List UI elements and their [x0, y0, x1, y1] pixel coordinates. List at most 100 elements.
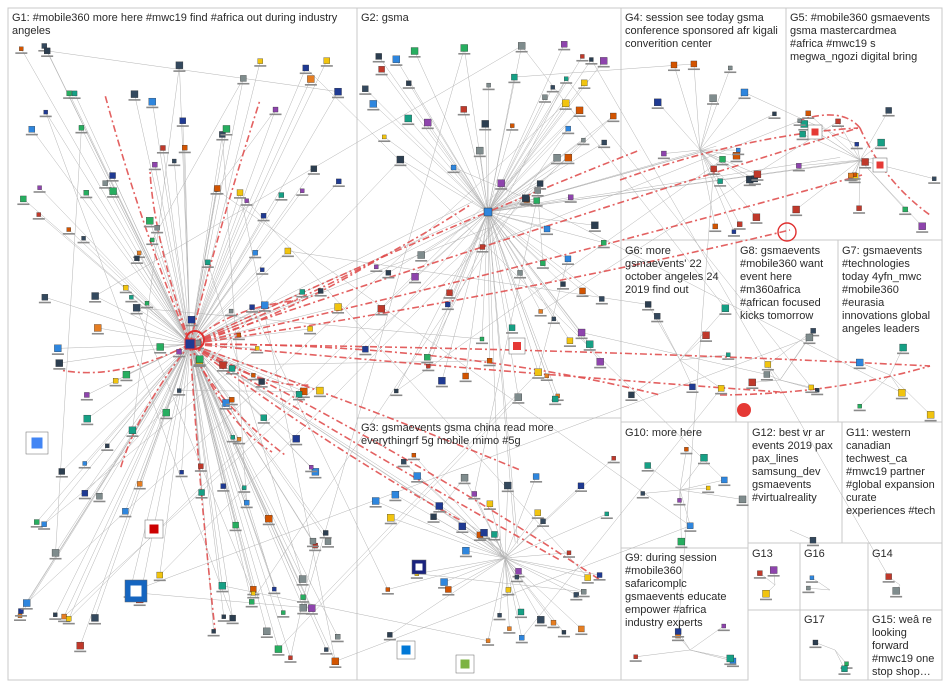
- edge: [744, 92, 857, 145]
- node: [709, 94, 717, 102]
- node-label: [718, 484, 731, 487]
- edge: [189, 134, 223, 345]
- node: [504, 481, 512, 490]
- edge: [222, 360, 490, 366]
- node: [640, 491, 645, 496]
- node-label: [719, 313, 732, 315]
- node: [654, 98, 662, 107]
- node: [362, 85, 369, 92]
- node: [162, 408, 170, 417]
- hub-node: [483, 207, 493, 217]
- edge: [21, 48, 191, 345]
- node-label: [408, 56, 421, 58]
- node-label: [216, 138, 229, 141]
- node-label: [802, 591, 815, 594]
- edge: [464, 477, 506, 559]
- node-label: [178, 151, 191, 154]
- edge: [487, 59, 592, 213]
- node: [800, 120, 808, 128]
- node: [540, 260, 546, 266]
- node-label: [536, 267, 549, 269]
- node-label: [502, 593, 515, 596]
- node-label: [792, 169, 805, 172]
- node: [137, 481, 143, 487]
- edge: [834, 649, 847, 664]
- node: [44, 47, 51, 55]
- edge: [679, 354, 729, 361]
- node-label: [562, 132, 575, 135]
- edge: [94, 45, 522, 297]
- node-label: [442, 593, 455, 596]
- node-label: [296, 295, 309, 298]
- edge: [45, 111, 191, 345]
- node: [66, 616, 72, 622]
- node: [578, 625, 585, 633]
- edge: [699, 98, 714, 151]
- node-label: [438, 587, 451, 589]
- edge: [174, 161, 191, 345]
- node: [596, 572, 603, 578]
- node: [28, 126, 35, 133]
- node-label: [367, 108, 380, 111]
- node-label: [133, 604, 146, 607]
- logo-node-mark: [876, 161, 884, 169]
- node-label: [796, 138, 809, 141]
- node: [564, 153, 573, 162]
- node: [323, 57, 330, 64]
- node: [705, 485, 711, 491]
- node-label: [38, 301, 51, 304]
- node-label: [146, 106, 159, 109]
- edge: [487, 157, 841, 213]
- node: [41, 43, 47, 49]
- node: [66, 227, 71, 232]
- edge: [443, 557, 506, 583]
- edge: [889, 347, 904, 376]
- node-label: [899, 213, 912, 216]
- node: [684, 447, 689, 452]
- node-label: [17, 203, 30, 206]
- node: [769, 566, 778, 574]
- node: [411, 273, 419, 281]
- edge: [381, 69, 489, 213]
- node-label: [217, 490, 230, 492]
- edge: [487, 211, 521, 274]
- edge: [251, 306, 389, 590]
- group-label-g2: G2: gsma: [361, 12, 410, 24]
- node-label: [473, 155, 486, 158]
- node-label: [369, 506, 382, 508]
- node-label: [551, 162, 564, 165]
- node-label: [441, 308, 454, 311]
- node: [537, 616, 545, 624]
- node: [396, 155, 405, 164]
- node: [726, 654, 734, 663]
- node-label: [443, 297, 456, 299]
- node-label: [859, 166, 872, 169]
- node: [134, 255, 140, 262]
- node: [179, 117, 186, 124]
- node-label: [832, 125, 845, 127]
- node-label: [297, 612, 310, 615]
- edge: [677, 168, 714, 632]
- edge: [504, 557, 584, 592]
- node-label: [506, 332, 519, 334]
- node-label: [378, 140, 391, 143]
- node-label: [80, 398, 93, 401]
- edge: [854, 159, 861, 175]
- node-label: [53, 368, 66, 370]
- node-label: [458, 52, 471, 55]
- node: [136, 250, 142, 256]
- node-label: [727, 235, 740, 237]
- edge: [395, 494, 506, 559]
- edge: [679, 449, 687, 491]
- node-label: [217, 620, 230, 622]
- node: [331, 657, 340, 666]
- edge: [679, 359, 693, 388]
- node: [561, 630, 567, 635]
- edge: [428, 211, 489, 367]
- node-label: [576, 295, 589, 298]
- group-label-g6: G6: more gsmaevents' 22 october angeles …: [625, 245, 722, 296]
- node-label: [483, 364, 496, 367]
- node-label: [651, 320, 664, 323]
- node: [260, 267, 265, 272]
- group-panel-g6: [620, 239, 737, 423]
